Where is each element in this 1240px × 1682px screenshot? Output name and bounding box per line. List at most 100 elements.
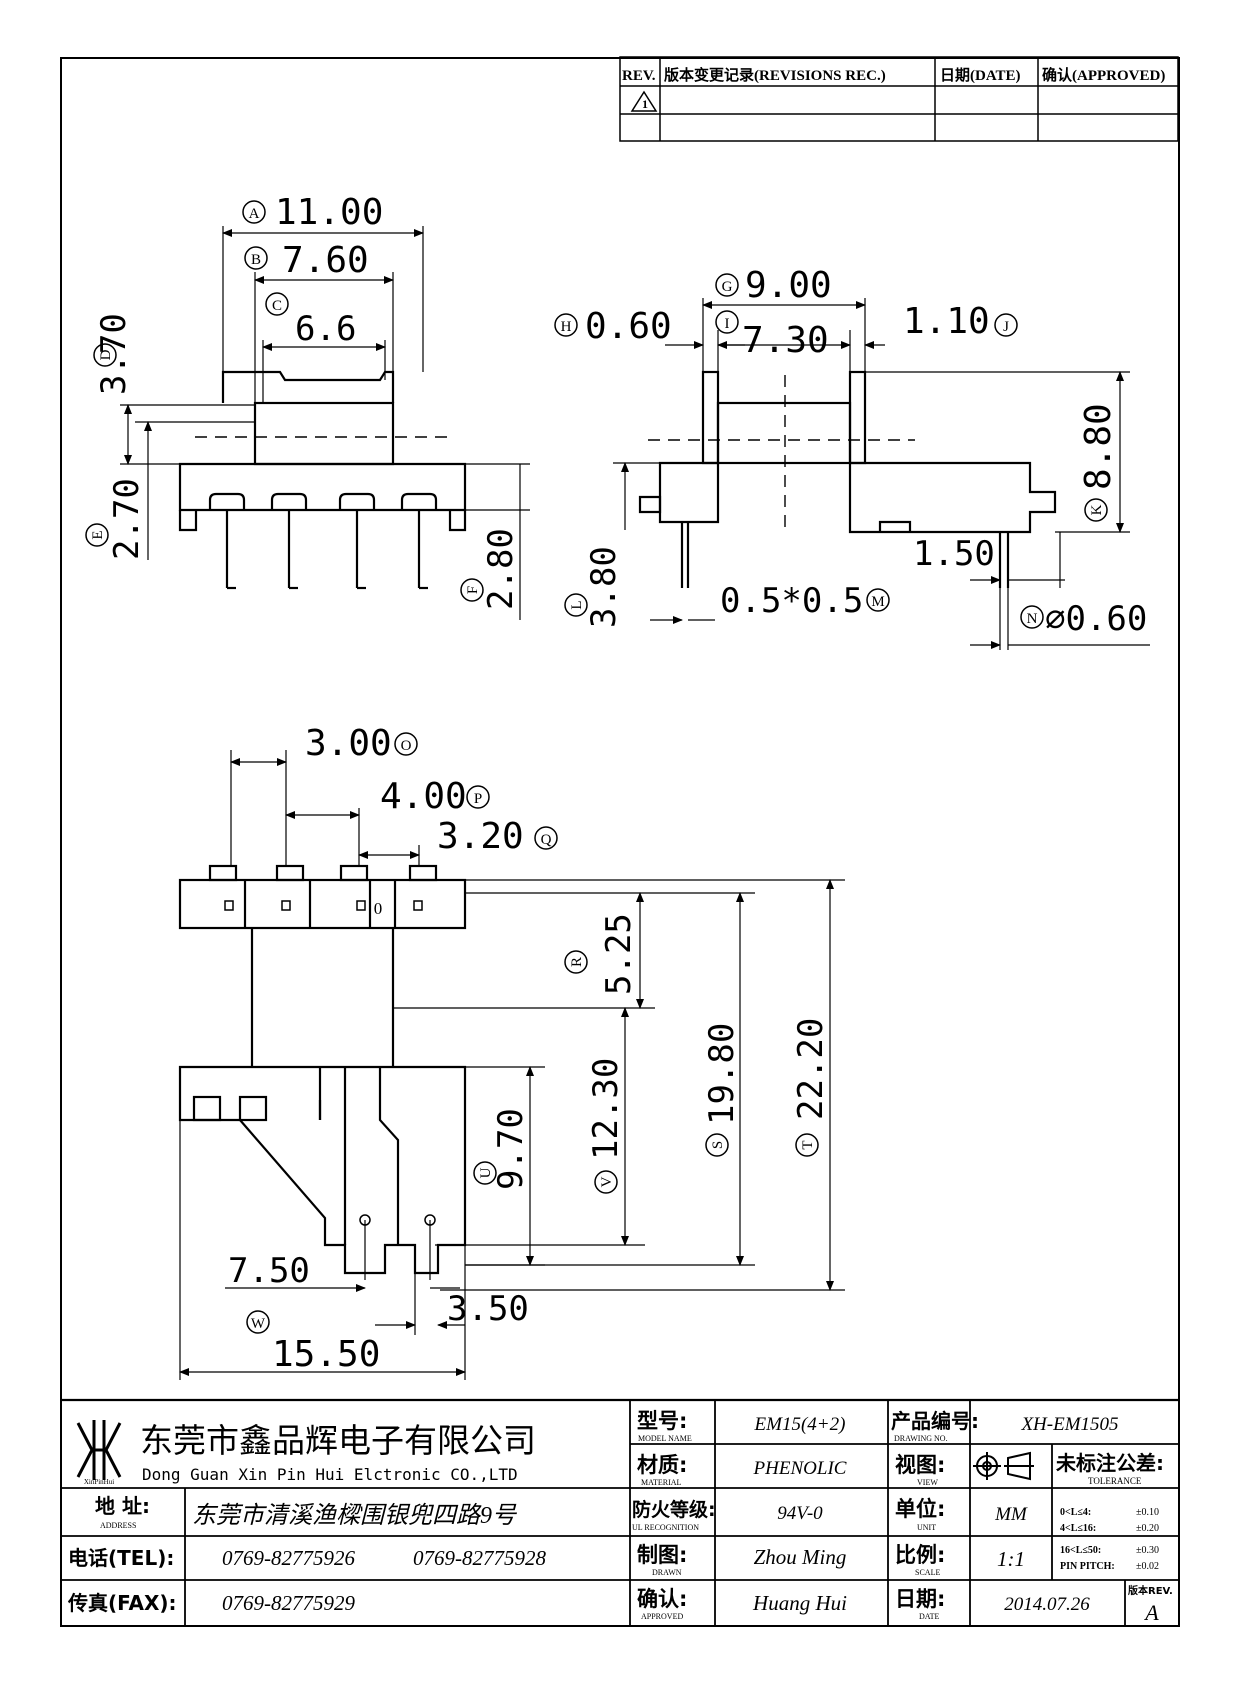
tolerance-title-en: TOLERANCE — [1088, 1476, 1142, 1486]
model-label-en: MODEL NAME — [638, 1434, 692, 1443]
rev-date-col-header: 日期(DATE) — [940, 66, 1021, 84]
unit-label: 单位: — [895, 1497, 945, 1521]
projection-symbol-icon — [973, 1451, 1034, 1481]
tol-value-2: ±0.20 — [1136, 1523, 1159, 1534]
dim-j-value: 1.10 — [903, 301, 990, 342]
dim-g-label: G — [722, 279, 733, 295]
model-value: EM15(4+2) — [754, 1414, 846, 1435]
tel-value-2: 0769-82775928 — [413, 1546, 546, 1570]
unit-value: MM — [994, 1504, 1028, 1525]
approved-label-en: APPROVED — [641, 1612, 683, 1621]
dim-v-badge — [594, 1170, 618, 1194]
tel-label: 电话(TEL): — [68, 1546, 174, 1570]
dim-u-badge — [473, 1161, 497, 1185]
dim-a-label: A — [249, 206, 260, 222]
rev-rec-col-header: 版本变更记录(REVISIONS REC.) — [664, 66, 886, 84]
dim-l-label: L — [569, 600, 585, 609]
material-label-en: MATERIAL — [641, 1478, 682, 1487]
dim-f-value: 2.80 — [481, 528, 521, 610]
dim-p-label: P — [474, 791, 482, 807]
dim-e-badge — [85, 523, 109, 547]
tol-range-1: 0<L≤4: — [1060, 1507, 1091, 1518]
date-label: 日期: — [895, 1587, 945, 1611]
tol-value-1: ±0.10 — [1136, 1507, 1159, 1518]
approved-value: Huang Hui — [752, 1591, 847, 1615]
dim-l-value: 3.80 — [584, 546, 624, 628]
date-label-en: DATE — [919, 1612, 940, 1621]
dim-m-value: 0.5*0.5 — [720, 581, 863, 621]
dim-w-badge — [246, 1310, 270, 1334]
tol-value-4: ±0.02 — [1136, 1561, 1159, 1572]
dim-h-label: H — [561, 319, 572, 335]
front-view — [178, 370, 467, 590]
dim-f-badge — [460, 578, 484, 602]
dim-d-badge — [93, 343, 117, 367]
dim-t-label: T — [800, 1140, 816, 1149]
approved-label: 确认: — [637, 1587, 687, 1611]
dim-k-label: K — [1089, 504, 1105, 515]
dim-q-value: 3.20 — [437, 816, 524, 857]
dim-w-label: W — [251, 1316, 266, 1332]
dim-n-label: N — [1027, 611, 1038, 627]
dim-n-badge — [1020, 605, 1044, 629]
dim-k-badge — [1084, 498, 1108, 522]
dim-n-value: ⌀0.60 — [1045, 599, 1147, 639]
dim-h-badge — [554, 313, 578, 337]
dim-m-badge — [866, 588, 890, 612]
side-view — [638, 370, 1057, 588]
rev-col-header: REV. — [622, 68, 656, 84]
dim-r-value: 5.25 — [599, 913, 639, 995]
dim-q-badge — [534, 826, 558, 850]
model-label: 型号: — [637, 1409, 687, 1433]
dim-extra-value: 1.50 — [913, 534, 995, 574]
dim-t-badge — [795, 1133, 819, 1157]
tol-range-3: 16<L≤50: — [1060, 1545, 1101, 1556]
dim-m-label: M — [871, 594, 884, 610]
dim-l-badge — [564, 593, 588, 617]
dim-r-badge — [564, 950, 588, 974]
dim-c-label: C — [272, 298, 282, 314]
dim-q-label: Q — [541, 832, 552, 848]
address-value: 东莞市清溪渔樑围银兜四路9号 — [192, 1502, 518, 1529]
revision-table — [619, 56, 1179, 142]
dim-u-label: U — [478, 1167, 494, 1178]
fax-label: 传真(FAX): — [67, 1591, 177, 1615]
rev-label: 版本REV. — [1128, 1584, 1173, 1597]
tol-value-3: ±0.30 — [1136, 1545, 1159, 1556]
dim-s-badge — [705, 1133, 729, 1157]
view-label-en: VIEW — [917, 1478, 938, 1487]
date-value: 2014.07.26 — [1004, 1594, 1090, 1615]
dim-a-value: 11.00 — [275, 192, 383, 233]
dim-x2-value: 3.50 — [447, 1289, 529, 1329]
dim-i-label: I — [725, 316, 730, 332]
dim-c-value: 6.6 — [295, 309, 356, 349]
bottom-view — [178, 864, 467, 1275]
company-name-en: Dong Guan Xin Pin Hui Elctronic CO.,LTD — [142, 1465, 518, 1484]
dim-j-badge — [994, 313, 1018, 337]
dim-b-badge — [244, 246, 268, 270]
tol-range-4: PIN PITCH: — [1060, 1561, 1115, 1572]
dim-u-value: 9.70 — [491, 1108, 531, 1190]
dim-b-label: B — [251, 252, 261, 268]
company-logo — [76, 1420, 122, 1480]
dim-g-badge — [715, 273, 739, 297]
drawn-label-en: DRAWN — [652, 1568, 682, 1577]
dim-t-value: 22.20 — [791, 1018, 831, 1120]
dim-e-value: 2.70 — [107, 478, 147, 560]
dim-o-label: O — [401, 738, 412, 754]
dim-p-value: 4.00 — [380, 776, 467, 817]
dim-p-badge — [466, 785, 490, 809]
title-block — [60, 1398, 1180, 1627]
material-value: PHENOLIC — [753, 1458, 847, 1479]
dim-i-badge — [715, 310, 739, 334]
drawing-no-label: 产品编号: — [891, 1409, 979, 1433]
rev-approved-col-header: 确认(APPROVED) — [1042, 66, 1165, 84]
dim-w-value: 15.50 — [272, 1334, 380, 1375]
dim-o-value: 3.00 — [305, 723, 392, 764]
dim-k-value: 8.80 — [1078, 403, 1119, 490]
drawn-value: Zhou Ming — [754, 1545, 847, 1569]
tel-value-1: 0769-82775926 — [222, 1546, 355, 1570]
rev-value: A — [1143, 1600, 1159, 1625]
material-label: 材质: — [637, 1453, 687, 1477]
